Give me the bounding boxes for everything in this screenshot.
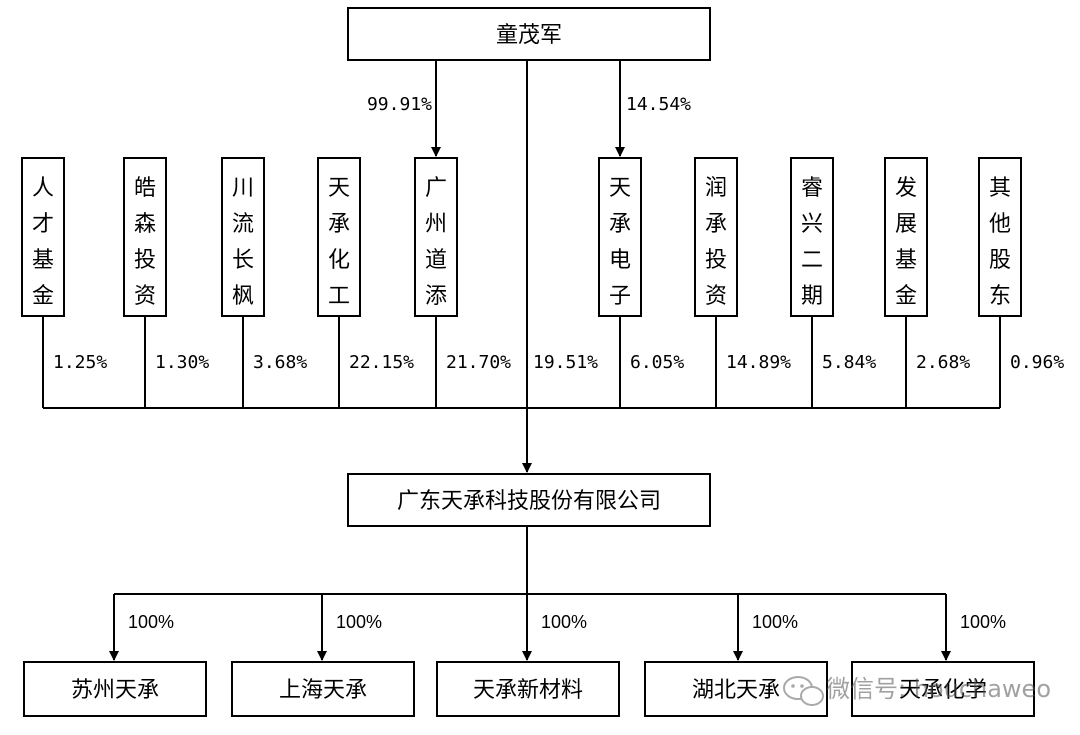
shareholder-name-char: 电 <box>609 248 631 273</box>
shareholder-name-char: 工 <box>328 284 350 309</box>
shareholder-name-char: 投 <box>705 248 727 273</box>
shareholder-name-char: 展 <box>895 212 917 237</box>
watermark: 微信号: houchaweo <box>783 675 1051 706</box>
shareholder-name-char: 资 <box>134 284 156 309</box>
shareholder-name-char: 股 <box>989 248 1011 273</box>
pct-top-daotian: 99.91% <box>367 94 432 115</box>
shareholder-name-char: 二 <box>801 248 823 273</box>
subsidiary-name: 湖北天承 <box>692 678 780 703</box>
shareholder-pct: 2.68% <box>916 352 970 373</box>
shareholder-name-char: 金 <box>895 284 917 309</box>
shareholder-name-char: 枫 <box>232 284 254 309</box>
pct-direct: 19.51% <box>533 352 598 373</box>
top-holder-label: 童茂军 <box>496 23 562 48</box>
shareholder-pct: 0.96% <box>1010 352 1064 373</box>
shareholder-name-char: 基 <box>895 248 917 273</box>
shareholder-name-char: 州 <box>425 212 447 237</box>
top-holder-box: 童茂军 <box>347 7 711 61</box>
shareholder-name-char: 基 <box>32 248 54 273</box>
shareholder-name-char: 子 <box>609 284 631 309</box>
shareholder-name-char: 期 <box>801 284 823 309</box>
subsidiary-name: 天承新材料 <box>473 678 583 703</box>
shareholder-name-char: 东 <box>989 284 1011 309</box>
company-label: 广东天承科技股份有限公司 <box>397 489 661 514</box>
shareholder-name-char: 流 <box>232 212 254 237</box>
shareholder-name-char: 长 <box>232 248 254 273</box>
shareholder-name-char: 道 <box>425 248 447 273</box>
shareholder-pct: 6.05% <box>630 352 684 373</box>
shareholder-name-char: 承 <box>609 212 631 237</box>
wechat-icon <box>783 676 824 706</box>
shareholder-name-char: 承 <box>328 212 350 237</box>
shareholder-pct: 1.25% <box>53 352 107 373</box>
shareholder-name-char: 皓 <box>134 176 156 201</box>
subsidiary-box: 100% 天承新材料 <box>436 594 620 717</box>
subsidiary-box: 100% 苏州天承 <box>23 594 207 717</box>
shareholder-row: 人才基金1.25%皓森投资1.30%川流长枫3.68%天承化工22.15%广州道… <box>21 157 1064 408</box>
shareholder-name-char: 兴 <box>801 212 823 237</box>
shareholder-pct: 1.30% <box>155 352 209 373</box>
watermark-text: 微信号: houchaweo <box>826 675 1051 703</box>
subsidiary-box: 100% 湖北天承 <box>644 594 828 717</box>
shareholder-name-char: 天 <box>609 176 631 201</box>
shareholder-name-char: 化 <box>328 248 350 273</box>
shareholder-pct: 22.15% <box>349 352 414 373</box>
shareholder-name-char: 金 <box>32 284 54 309</box>
shareholder-pct: 14.89% <box>726 352 791 373</box>
subsidiary-name: 天承化学 <box>899 678 987 703</box>
pct-top-dianzi: 14.54% <box>626 94 691 115</box>
subsidiary-box: 100% 上海天承 <box>231 594 415 717</box>
subsidiary-box: 100% 天承化学 <box>851 594 1035 717</box>
subsidiary-name: 上海天承 <box>279 678 367 703</box>
subsidiary-pct: 100% <box>960 612 1006 632</box>
subsidiary-pct: 100% <box>752 612 798 632</box>
shareholder-name-char: 川 <box>232 176 254 201</box>
shareholder-name-char: 才 <box>32 212 54 237</box>
shareholder-pct: 21.70% <box>446 352 511 373</box>
subsidiary-row: 100% 苏州天承 100% 上海天承 100% 天承新材料 100% 湖北天承 100% 天承化… <box>23 594 1035 717</box>
shareholder-name-char: 发 <box>895 176 917 201</box>
shareholder-name-char: 添 <box>425 284 447 309</box>
shareholder-name-char: 润 <box>705 176 727 201</box>
company-box: 广东天承科技股份有限公司 <box>347 473 711 527</box>
shareholder-name-char: 天 <box>328 176 350 201</box>
shareholder-name-char: 资 <box>705 284 727 309</box>
shareholder-name-char: 其 <box>989 176 1011 201</box>
shareholder-name-char: 投 <box>134 248 156 273</box>
subsidiary-name: 苏州天承 <box>71 678 159 703</box>
shareholder-name-char: 人 <box>32 176 54 201</box>
shareholder-name-char: 广 <box>425 176 447 201</box>
shareholder-name-char: 森 <box>134 212 156 237</box>
shareholder-name-char: 他 <box>989 212 1011 237</box>
shareholder-pct: 5.84% <box>822 352 876 373</box>
shareholder-name-char: 承 <box>705 212 727 237</box>
shareholder-name-char: 睿 <box>801 176 823 201</box>
subsidiary-pct: 100% <box>128 612 174 632</box>
subsidiary-pct: 100% <box>336 612 382 632</box>
shareholder-pct: 3.68% <box>253 352 307 373</box>
subsidiary-pct: 100% <box>541 612 587 632</box>
